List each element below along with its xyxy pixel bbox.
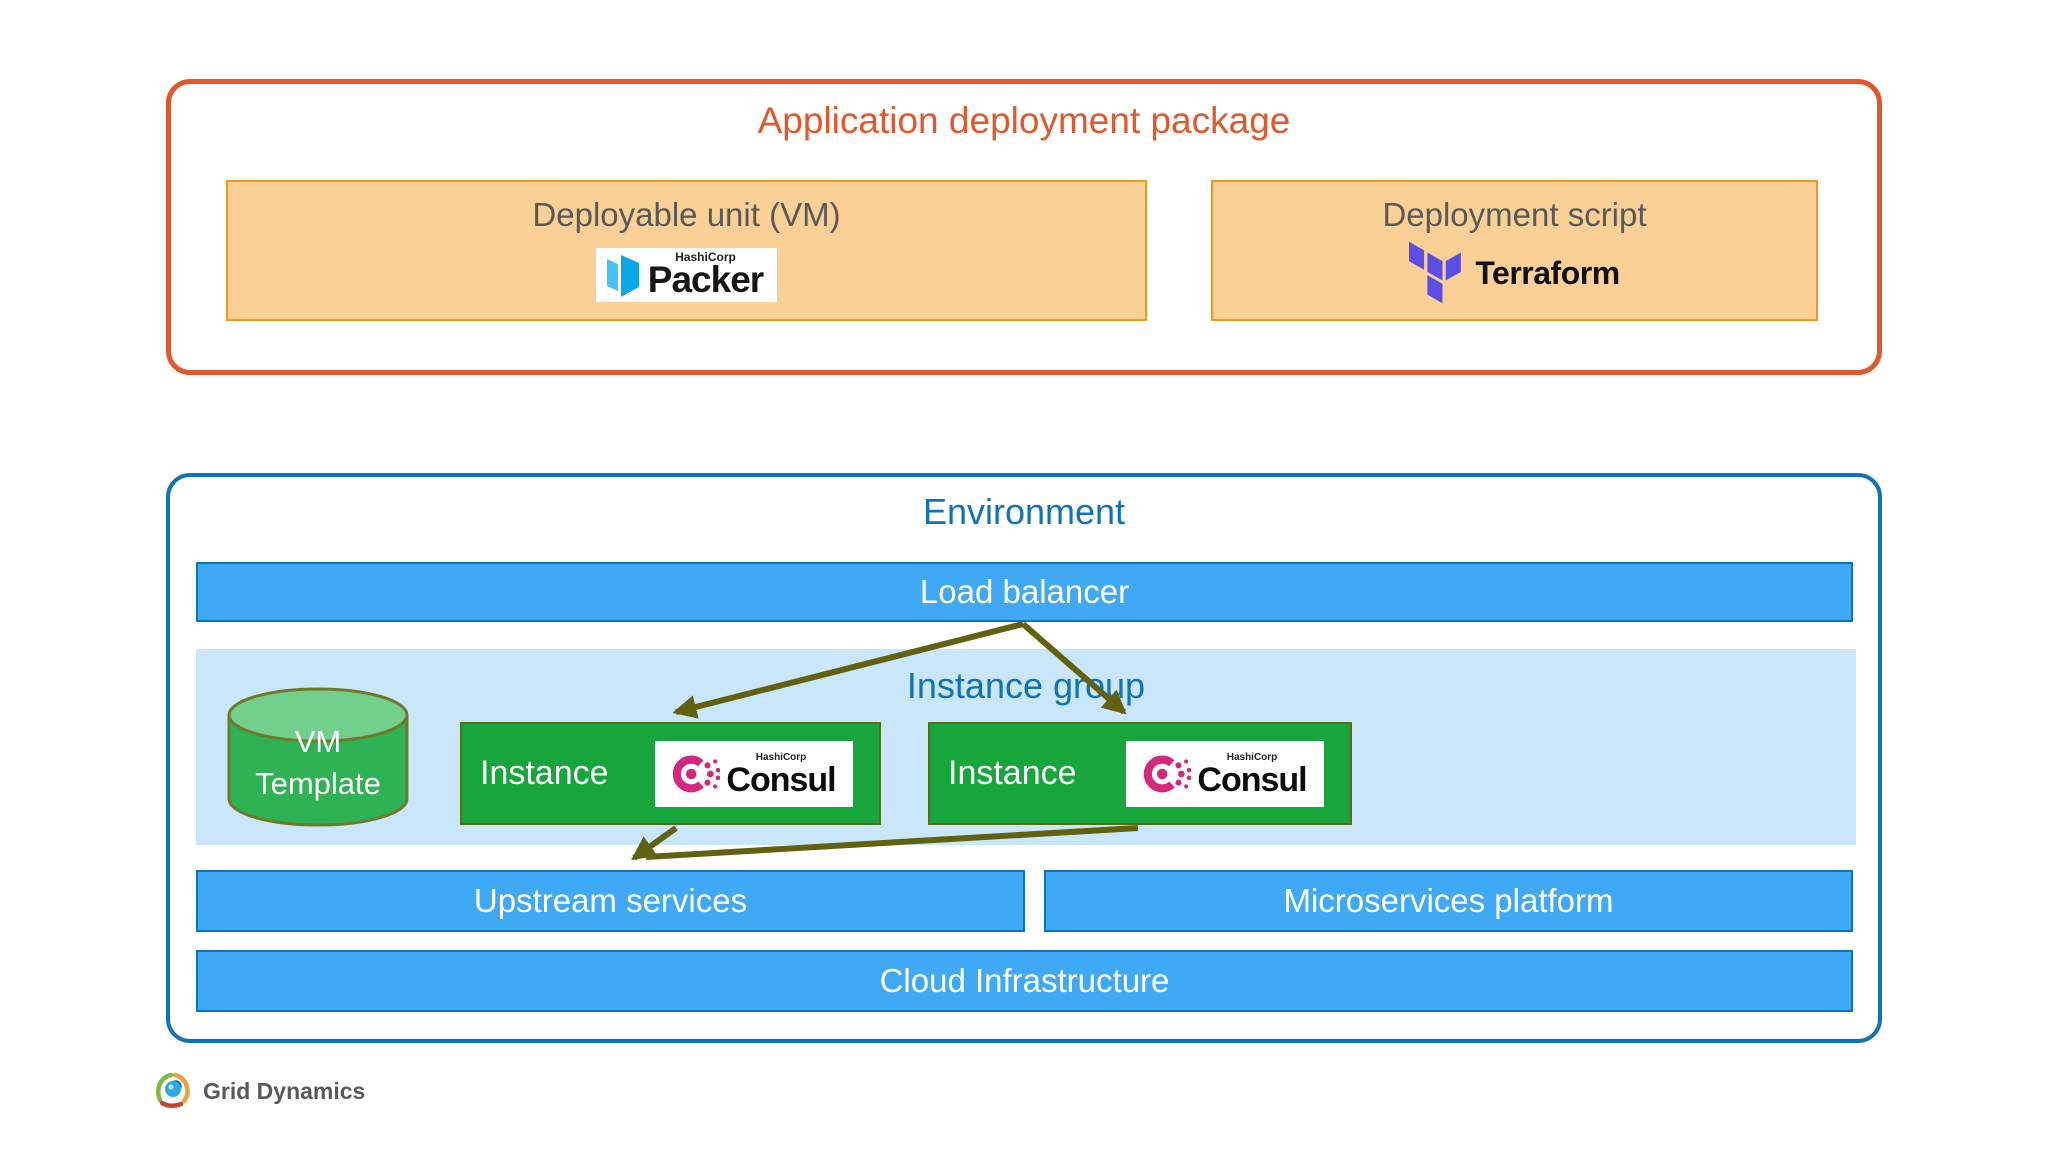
packer-logo: HashiCorp Packer (228, 240, 1145, 310)
consul-name-text: Consul (726, 760, 836, 799)
vm-template-label: VM Template (255, 724, 381, 801)
instance-box-2: Instance HashiCorp Consul (928, 722, 1352, 825)
packer-logo-chip: HashiCorp Packer (595, 248, 778, 302)
microservices-platform-bar: Microservices platform (1044, 870, 1853, 932)
consul-logo: HashiCorp Consul (1126, 740, 1324, 807)
grid-dynamics-text: Grid Dynamics (203, 1077, 366, 1104)
deployment-script-label: Deployment script (1382, 196, 1647, 233)
instance-box-1: Instance HashiCorp Consul (460, 722, 881, 825)
vm-template-cylinder: VM Template (225, 683, 411, 835)
consul-brand-text: HashiCorp (755, 751, 807, 763)
environment-box: Environment Load balancer Instance group… (166, 473, 1882, 1043)
instance-group-region: Instance group VM Template Instance (196, 649, 1856, 845)
cylinder-shape (227, 687, 409, 827)
packer-name-text: Packer (647, 259, 764, 300)
terraform-name-text: Terraform (1475, 254, 1620, 291)
grid-dynamics-logo: Grid Dynamics (152, 1070, 365, 1112)
terraform-icon (1409, 241, 1462, 304)
packer-icon (606, 255, 639, 297)
consul-icon (673, 755, 721, 792)
deployable-unit-label: Deployable unit (VM) (532, 196, 841, 233)
upstream-services-label: Upstream services (473, 882, 748, 919)
instance-1-label: Instance (480, 754, 609, 792)
deployable-unit-box: Deployable unit (VM) HashiCorp Packer (226, 180, 1147, 321)
load-balancer-bar: Load balancer (196, 562, 1853, 622)
consul-wordmark: HashiCorp Consul (1197, 751, 1307, 799)
instance-2-label: Instance (948, 754, 1077, 792)
microservices-platform-label: Microservices platform (1283, 882, 1614, 919)
load-balancer-label: Load balancer (919, 573, 1130, 610)
package-title: Application deployment package (757, 100, 1291, 141)
terraform-logo: Terraform (1213, 234, 1816, 312)
cloud-infrastructure-label: Cloud Infrastructure (879, 962, 1170, 999)
cloud-infrastructure-bar: Cloud Infrastructure (196, 950, 1853, 1012)
consul-name-text: Consul (1197, 760, 1307, 799)
consul-wordmark: HashiCorp Consul (726, 751, 836, 799)
deployment-script-box: Deployment script Terraform (1211, 180, 1818, 321)
consul-logo: HashiCorp Consul (655, 740, 853, 807)
instance-group-title: Instance group (906, 665, 1146, 706)
upstream-services-bar: Upstream services (196, 870, 1025, 932)
packer-brand-text: HashiCorp (675, 250, 736, 264)
consul-brand-text: HashiCorp (1226, 751, 1278, 763)
packer-wordmark: HashiCorp Packer (647, 250, 764, 300)
consul-icon (1144, 755, 1192, 792)
grid-dynamics-icon (155, 1072, 190, 1108)
application-deployment-package-box: Application deployment package Deployabl… (166, 79, 1882, 375)
environment-title: Environment (922, 491, 1126, 532)
